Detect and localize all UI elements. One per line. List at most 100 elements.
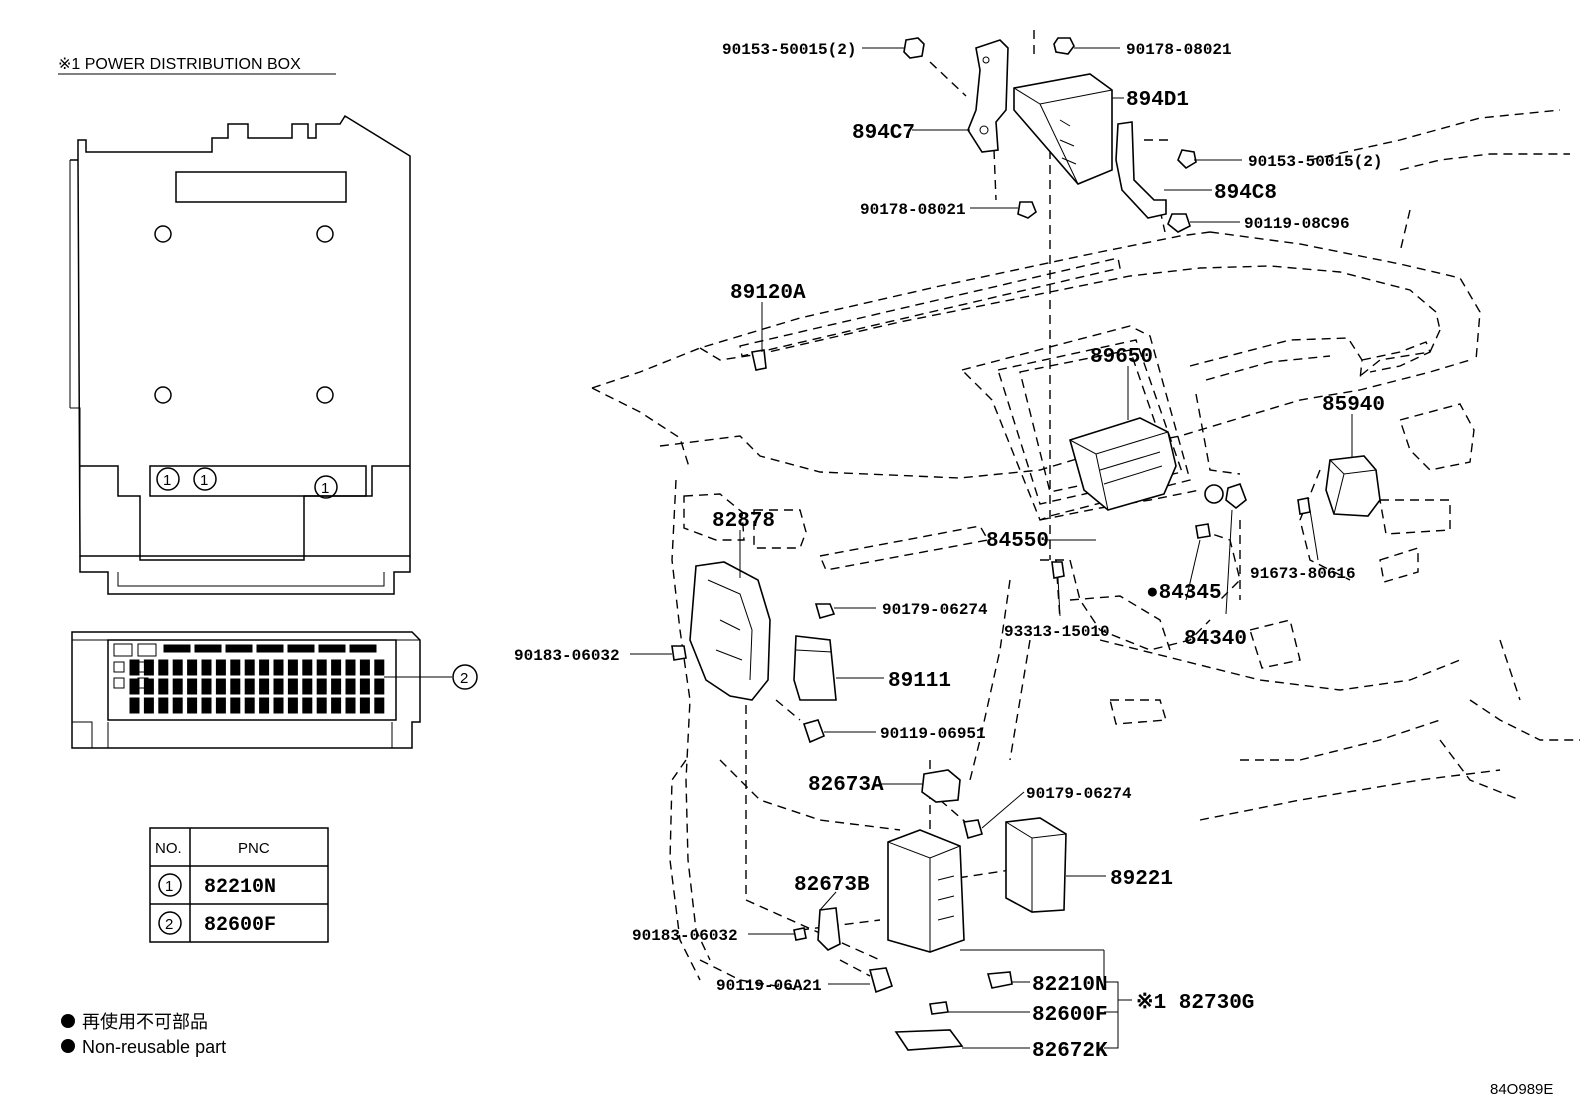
- label-89111: 89111: [888, 670, 951, 693]
- fuse-slot: [215, 678, 226, 695]
- fuse-slot: [374, 678, 385, 695]
- part-84340-switch: [1204, 482, 1247, 510]
- label-90119-06a21: 90119-06A21: [716, 977, 822, 995]
- non-reusable-dot-icon: [61, 1014, 75, 1028]
- fuse-slot: [215, 659, 226, 676]
- fuse-slot: [187, 678, 198, 695]
- fuse-slot: [113, 677, 125, 689]
- clip-bolt-group: [671, 37, 1311, 1015]
- diagram-id: 84O989E: [1490, 1081, 1553, 1098]
- label-82673b: 82673B: [794, 874, 870, 897]
- callout-2-number: 2: [460, 670, 468, 687]
- part-85940-switch: [1325, 455, 1381, 517]
- part-82673a-holder: [921, 769, 961, 803]
- fuse-slot: [201, 659, 212, 676]
- fuse-slot: [215, 697, 226, 714]
- fuse-slot: [158, 697, 169, 714]
- fuse-slot: [273, 678, 284, 695]
- fuse-slot: [187, 697, 198, 714]
- label-90153-50015-top: 90153-50015(2): [722, 41, 856, 59]
- fuse-slot: [259, 678, 270, 695]
- fuse-slot: [230, 659, 241, 676]
- fuse-slot: [302, 697, 313, 714]
- label-82673a: 82673A: [808, 774, 884, 797]
- callout-1-number: 1: [163, 472, 171, 489]
- fuse-slot: [331, 697, 342, 714]
- fuse-slot: [302, 659, 313, 676]
- fuse-slot: [359, 659, 370, 676]
- callout-1-number: 1: [200, 472, 208, 489]
- label-90179-06274-lower: 90179-06274: [1026, 785, 1132, 803]
- fuse-slot: [187, 659, 198, 676]
- callout-1-number: 1: [321, 480, 329, 497]
- label-894c8: 894C8: [1214, 182, 1277, 205]
- fuse-slot: [345, 659, 356, 676]
- mount-hole: [154, 386, 172, 404]
- fuse-slot: [331, 659, 342, 676]
- fuse-slot: [244, 659, 255, 676]
- legend-japanese: 再使用不可部品: [82, 1012, 208, 1032]
- mount-hole: [316, 386, 334, 404]
- pnc-table: NO. PNC 1 82210N 2 82600F: [149, 827, 329, 943]
- callout-1-circle: [193, 467, 217, 491]
- fuse-slot: [158, 678, 169, 695]
- label-89221: 89221: [1110, 868, 1173, 891]
- fuse-slot: [113, 661, 125, 673]
- label-91673-80616: 91673-80616: [1250, 565, 1356, 583]
- fuse-slot: [113, 643, 133, 657]
- part-82672k-cover: [894, 1029, 964, 1051]
- label-89120a: 89120A: [730, 282, 806, 305]
- leader-lines: [630, 47, 1353, 1049]
- fuse-slot: [374, 659, 385, 676]
- label-90183-06032-lower: 90183-06032: [632, 927, 738, 945]
- fuse-slot: [331, 678, 342, 695]
- label-90119-08c96: 90119-08C96: [1244, 215, 1350, 233]
- part-82878-bracket: [689, 561, 771, 701]
- table-row-pnc: 82600F: [204, 914, 276, 937]
- fuse-slot: [230, 678, 241, 695]
- legend: 再使用不可部品 Non-reusable part: [61, 1012, 226, 1057]
- fuse-grid: [113, 643, 385, 714]
- non-reusable-dot-icon: [61, 1039, 75, 1053]
- label-82878: 82878: [712, 510, 775, 533]
- part-894c7-bracket: [967, 39, 1009, 153]
- label-894d1: 894D1: [1126, 89, 1189, 112]
- label-plate: [175, 171, 347, 203]
- fuse-slot: [259, 697, 270, 714]
- label-90179-06274-upper: 90179-06274: [882, 601, 988, 619]
- fuse-slot: [143, 659, 154, 676]
- box-side-view: 2: [71, 631, 478, 749]
- callout-1-circle: [314, 475, 338, 499]
- fuse-slot: [230, 697, 241, 714]
- fuse-slot: [143, 678, 154, 695]
- fuse-slot: [129, 678, 140, 695]
- fuse-slot: [273, 659, 284, 676]
- fuse-slot: [158, 659, 169, 676]
- part-89650-camera: [1069, 417, 1177, 511]
- fuse-slot: [129, 659, 140, 676]
- label-84345: ●84345: [1146, 582, 1222, 605]
- part-junction-block: [887, 829, 965, 953]
- part-89221-module: [1005, 817, 1067, 913]
- fuse-slot: [137, 643, 157, 657]
- label-93313-15010: 93313-15010: [1004, 623, 1110, 641]
- fuse-slot: [374, 697, 385, 714]
- label-90178-08021-left: 90178-08021: [860, 201, 966, 219]
- fuse-slot: [349, 644, 377, 653]
- fuse-slot: [129, 697, 140, 714]
- fuse-slot: [259, 659, 270, 676]
- fuse-slot: [316, 659, 327, 676]
- part-89111-module: [793, 635, 837, 701]
- fuse-slot: [201, 697, 212, 714]
- fuse-slot: [143, 697, 154, 714]
- table-row-no: 1: [165, 878, 173, 895]
- fuse-slot: [201, 678, 212, 695]
- table-row-pnc: 82210N: [204, 876, 276, 899]
- part-labels: 90153-50015(2) 90178-08021 894D1 894C7 9…: [514, 41, 1385, 1063]
- label-90119-06951: 90119-06951: [880, 725, 986, 743]
- table-row-no: 2: [165, 916, 173, 933]
- table-header-no: NO.: [155, 840, 182, 857]
- part-894c8-bracket: [1115, 121, 1167, 219]
- fuse-slot: [318, 644, 346, 653]
